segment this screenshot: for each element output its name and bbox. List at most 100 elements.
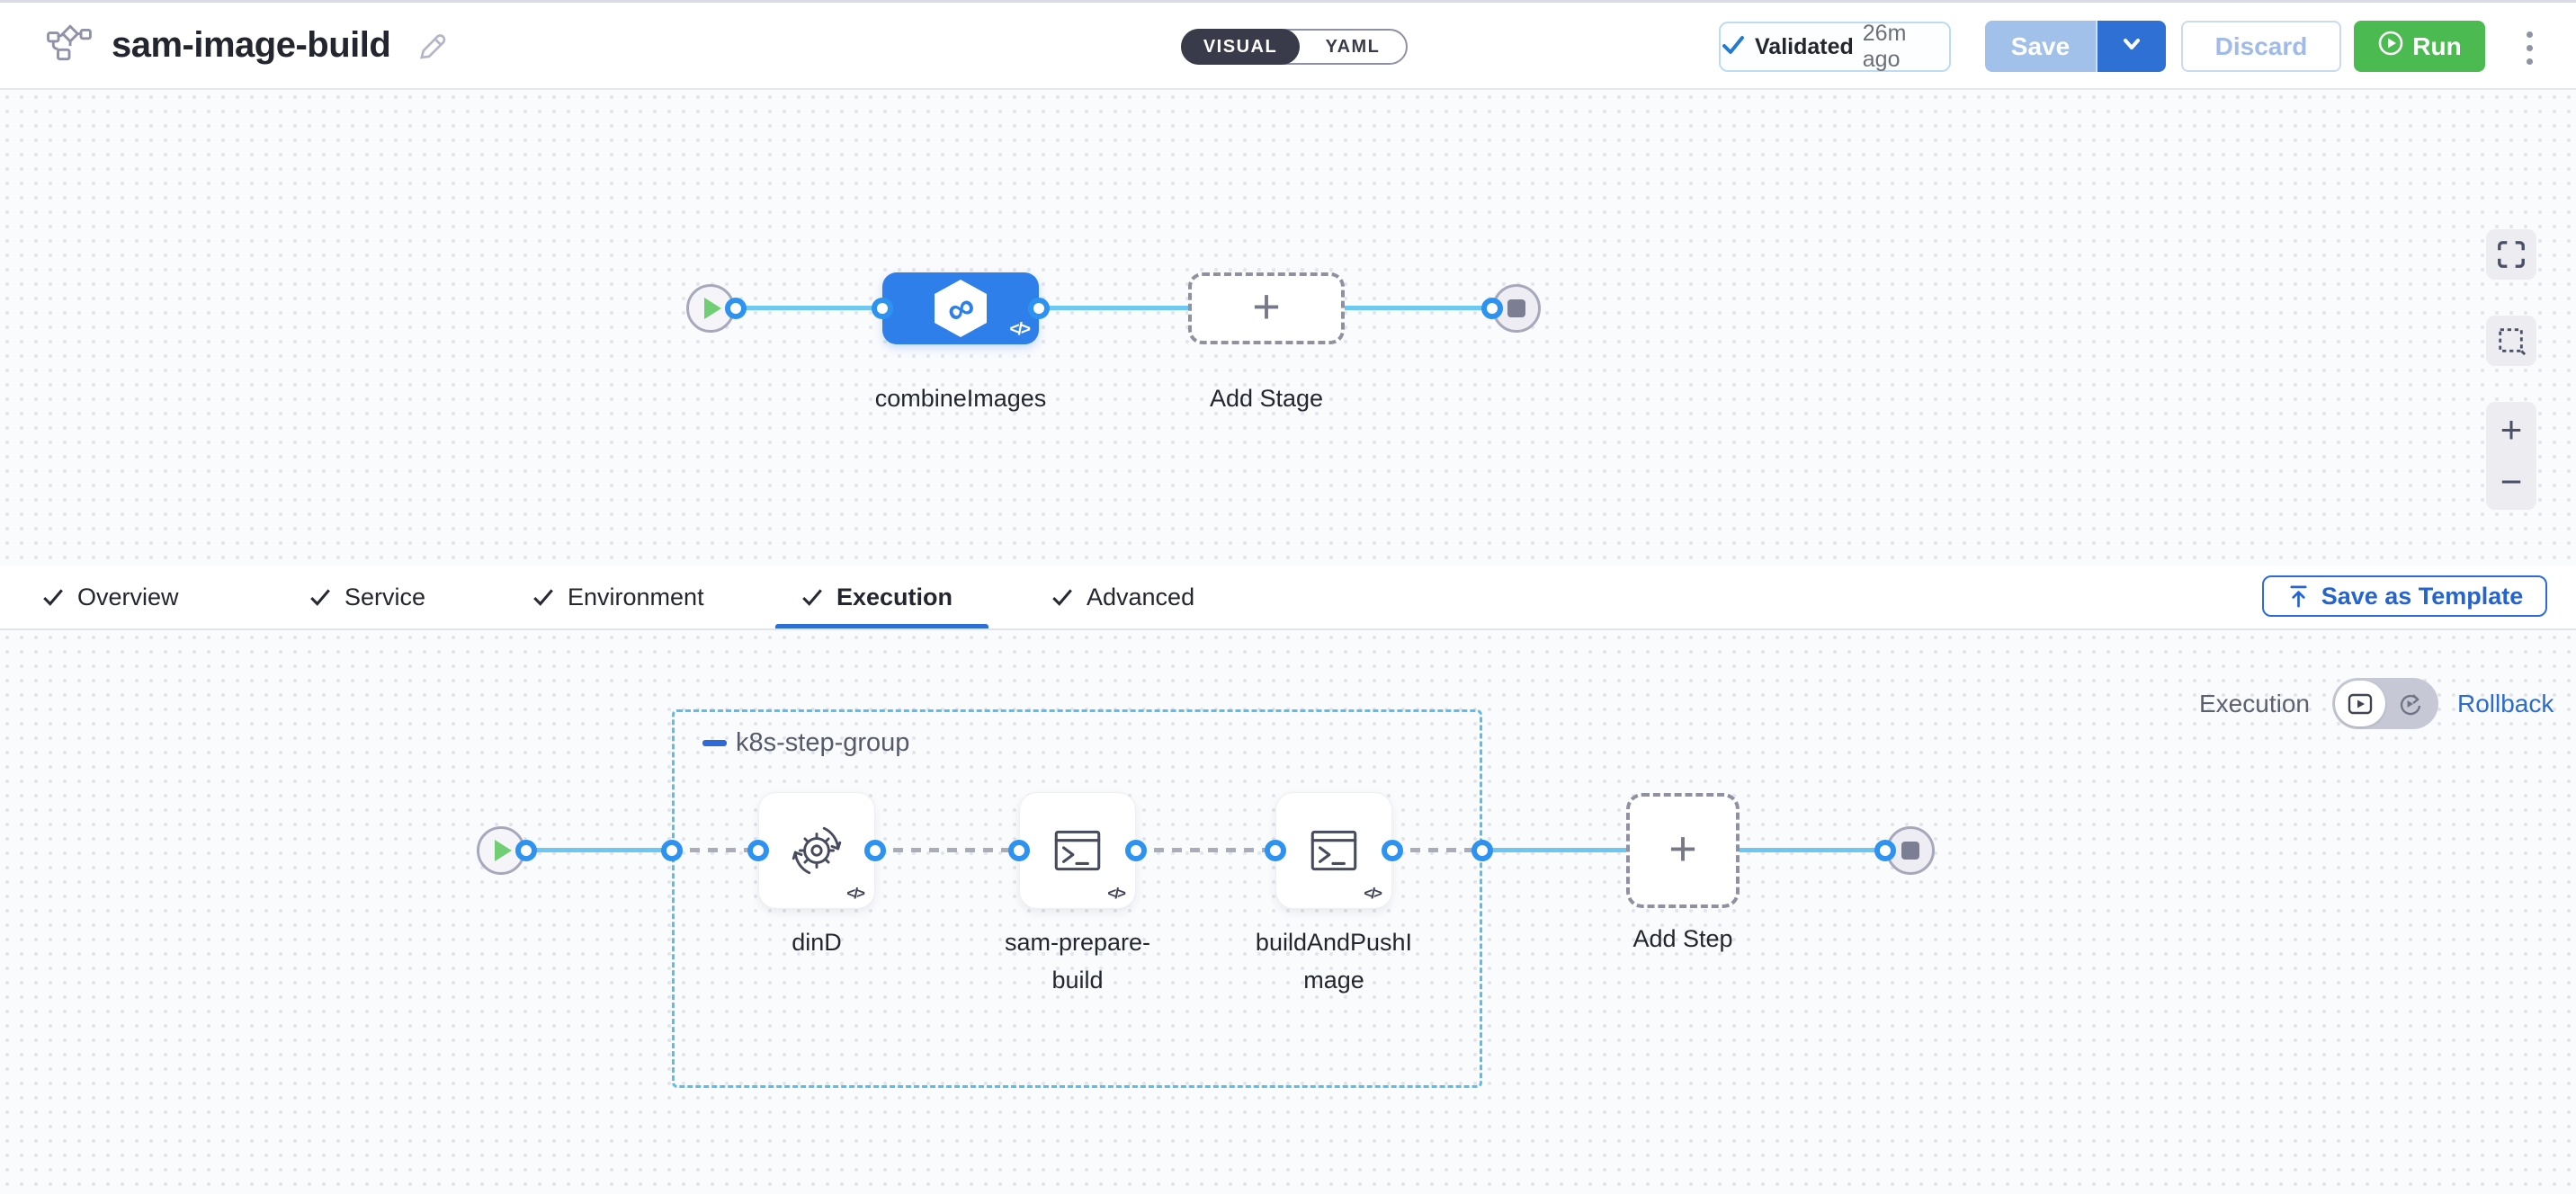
visual-yaml-toggle: VISUAL YAML (1181, 29, 1408, 65)
step-connector-dashed (1136, 848, 1275, 852)
save-button[interactable]: Save (1985, 21, 2096, 72)
terminal-icon (1310, 830, 1357, 871)
step-connector-dashed (875, 848, 1019, 852)
custom-stage-hexagon-icon: ∞ (935, 280, 987, 337)
chevron-down-icon (2119, 33, 2144, 59)
stop-icon (1901, 842, 1919, 860)
stage-connector-line (736, 306, 882, 310)
toggle-visual[interactable]: VISUAL (1181, 29, 1300, 65)
validated-label: Validated (1755, 33, 1854, 59)
gear-sync-icon (792, 826, 842, 875)
link-point (864, 840, 886, 861)
tab-environment[interactable]: Environment (532, 566, 704, 628)
link-point (1265, 840, 1286, 861)
code-badge-icon: </> (1009, 320, 1032, 339)
terminal-icon (1054, 830, 1101, 871)
execution-mode-option[interactable] (2335, 681, 2385, 726)
tab-label: Service (344, 583, 426, 610)
upload-icon (2290, 585, 2307, 607)
header-left: sam-image-build (47, 3, 448, 88)
run-play-icon (2377, 30, 2404, 63)
stage-name-label: combineImages (874, 385, 1047, 412)
play-icon (704, 298, 721, 319)
link-point (1471, 840, 1493, 861)
execution-canvas: Execution Rollback k8s-step-group (0, 630, 2576, 1194)
zoom-in-button[interactable]: + (2500, 408, 2523, 450)
link-point (661, 840, 683, 861)
save-as-template-label: Save as Template (2321, 582, 2524, 610)
pipeline-icon (47, 23, 92, 67)
run-button[interactable]: Run (2354, 21, 2485, 72)
link-point (1481, 298, 1503, 319)
tab-advanced[interactable]: Advanced (1051, 566, 1194, 628)
rollback-link[interactable]: Rollback (2457, 690, 2554, 717)
plus-icon: + (1668, 822, 1697, 876)
add-stage-button[interactable]: + (1188, 272, 1345, 344)
add-stage-label: Add Stage (1209, 385, 1324, 412)
header-bar: sam-image-build VISUAL YAML Validated 26… (0, 0, 2576, 90)
validated-badge[interactable]: Validated 26m ago (1719, 21, 1951, 72)
stage-canvas: ∞ </> + combineImages Add Stage + − (0, 90, 2576, 566)
step-connector-line (1740, 848, 1885, 852)
check-icon (1721, 33, 1746, 61)
step-connector-line (526, 848, 672, 852)
page-title: sam-image-build (112, 25, 391, 65)
more-options-kebab-icon[interactable] (2511, 23, 2547, 72)
link-point (515, 840, 537, 861)
save-split-button: Save (1985, 21, 2166, 72)
zoom-out-button[interactable]: − (2500, 460, 2523, 503)
step-node-buildandpushimage[interactable]: </> (1275, 792, 1392, 909)
tab-label: Advanced (1087, 583, 1195, 610)
add-step-button[interactable]: + (1626, 793, 1740, 908)
link-point (1874, 840, 1896, 861)
edit-pencil-icon[interactable] (416, 30, 448, 62)
code-badge-icon: </> (846, 885, 865, 902)
tab-service[interactable]: Service (309, 566, 425, 628)
step-node-sam-prepare-build[interactable]: </> (1019, 792, 1136, 909)
tab-execution[interactable]: Execution (801, 566, 953, 628)
collapse-group-icon[interactable] (702, 740, 727, 746)
check-icon (533, 589, 553, 606)
step-connector-dashed (1392, 848, 1482, 852)
link-point (1382, 840, 1403, 861)
rollback-mode-option[interactable] (2386, 681, 2433, 726)
run-label: Run (2412, 31, 2462, 60)
toggle-yaml[interactable]: YAML (1325, 36, 1381, 57)
step-label-sam-prepare-build: sam-prepare-build (1004, 929, 1151, 994)
plus-icon: + (1252, 280, 1281, 334)
play-icon (495, 840, 512, 861)
check-icon (802, 589, 822, 606)
stage-connector-line (1345, 306, 1492, 310)
save-as-template-button[interactable]: Save as Template (2262, 575, 2547, 617)
execution-play-icon (2348, 693, 2373, 714)
step-group-name: k8s-step-group (736, 728, 910, 757)
save-dropdown-button[interactable] (2096, 21, 2166, 72)
step-label-buildandpushimage: buildAndPushImage (1255, 929, 1413, 994)
check-icon (1052, 589, 1072, 606)
execution-mode-label: Execution (2199, 690, 2310, 717)
discard-button[interactable]: Discard (2181, 21, 2341, 72)
stage-node-combineimages[interactable]: ∞ </> (882, 272, 1039, 344)
step-group-container (672, 709, 1482, 1088)
code-badge-icon: </> (1107, 885, 1126, 902)
tab-label: Overview (77, 583, 179, 610)
tab-overview[interactable]: Overview (41, 566, 179, 628)
check-icon (310, 589, 330, 606)
zoom-control: + − (2486, 402, 2536, 510)
fullscreen-icon (2498, 241, 2525, 268)
stop-icon (1507, 299, 1525, 317)
tab-label: Environment (568, 583, 704, 610)
link-glyph: ∞ (939, 282, 982, 334)
step-label-dind: dinD (792, 929, 842, 956)
step-node-dind[interactable]: </> (758, 792, 875, 909)
active-tab-underline (775, 624, 988, 628)
step-connector-line (1482, 848, 1626, 852)
fullscreen-button[interactable] (2486, 229, 2536, 280)
add-step-label: Add Step (1632, 925, 1733, 952)
multi-select-button[interactable] (2486, 316, 2536, 366)
step-connector-dashed (672, 848, 758, 852)
stage-config-tabs: Overview Service Environment Execution A… (0, 566, 2576, 630)
execution-rollback-toggle (2332, 678, 2438, 729)
rollback-icon (2400, 693, 2421, 715)
